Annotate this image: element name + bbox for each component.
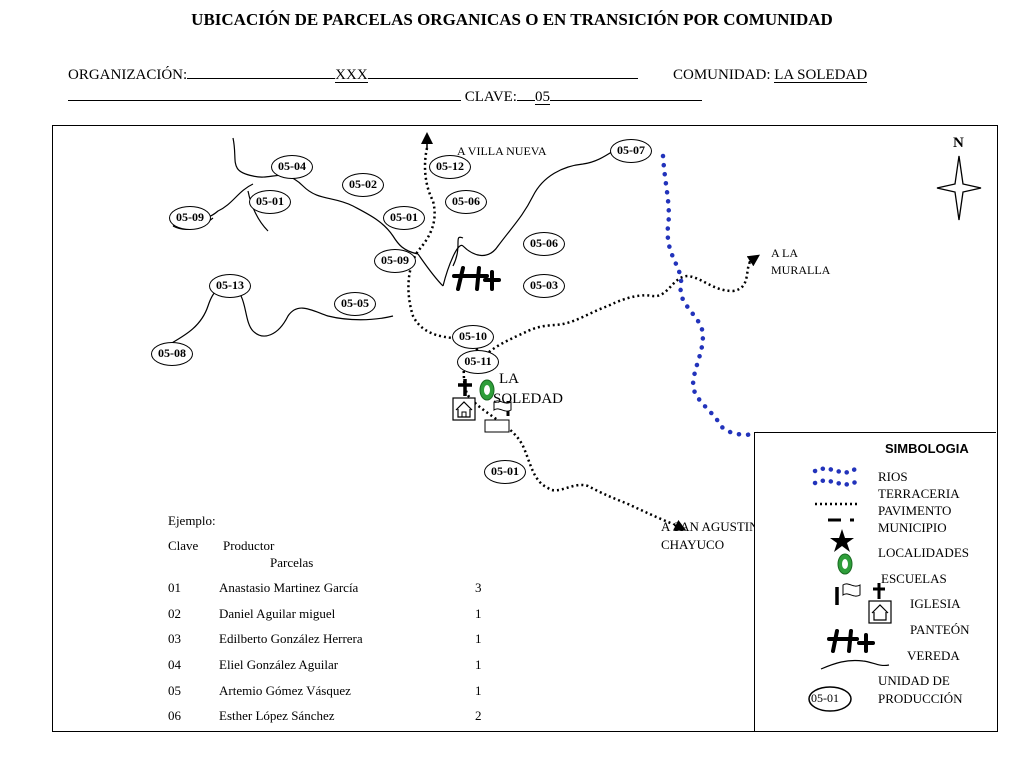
legend-unidad-1: UNIDAD DE: [878, 673, 950, 688]
row-parcelas: 1: [475, 657, 482, 672]
page-title: UBICACIÓN DE PARCELAS ORGANICAS O EN TRA…: [191, 10, 833, 29]
compass-icon: [936, 155, 982, 221]
example-label: Ejemplo:: [168, 513, 216, 528]
parcel-05-01-a: 05-01: [249, 190, 291, 214]
label-a-la: A LA: [771, 246, 798, 260]
label-muralla: MURALLA: [771, 263, 831, 277]
row-parcelas: 2: [475, 708, 482, 723]
cemetery-icon: [452, 266, 501, 291]
row-productor: Anastasio Martinez García: [219, 580, 359, 595]
legend-pavimento: PAVIMENTO: [878, 503, 952, 518]
col-clave: Clave: [168, 538, 199, 553]
row-clave: 01: [168, 580, 181, 595]
parcel-05-05: 05-05: [334, 292, 376, 316]
parcel-05-02: 05-02: [342, 173, 384, 197]
legend-iglesia: IGLESIA: [910, 596, 961, 611]
clave-value: 05: [534, 89, 550, 105]
legend-title: SIMBOLOGIA: [885, 441, 969, 456]
school-icon: [479, 379, 495, 401]
row-clave: 06: [168, 708, 181, 723]
parcel-05-03: 05-03: [523, 274, 565, 298]
map-drawing: [152, 132, 982, 531]
parcel-05-01-b: 05-01: [383, 206, 425, 230]
col-productor: Productor: [223, 538, 275, 553]
legend-terraceria: TERRACERIA: [878, 486, 960, 501]
parcel-05-12: 05-12: [429, 155, 471, 179]
municipio-icon: [484, 400, 512, 433]
legend-escuelas: ESCUELAS: [881, 571, 947, 586]
org-label: ORGANIZACIÓN:: [68, 67, 188, 83]
label-la: LA: [499, 371, 519, 387]
row-clave: 05: [168, 683, 181, 698]
label-chayuco: CHAYUCO: [661, 537, 725, 552]
community-line: COMUNIDAD: LA SOLEDAD: [673, 67, 868, 84]
parcel-05-11: 05-11: [457, 350, 499, 374]
row-parcelas: 1: [475, 606, 482, 621]
row-clave: 03: [168, 631, 181, 646]
parcel-05-06-a: 05-06: [445, 190, 487, 214]
row-parcelas: 1: [475, 631, 482, 646]
clave-label: CLAVE:: [464, 89, 517, 105]
organization-line: ORGANIZACIÓN: XXX: [68, 67, 638, 84]
row-parcelas: 1: [475, 683, 482, 698]
map-frame: A VILLA NUEVA A LA MURALLA LA SOLEDAD A …: [52, 125, 998, 732]
north-label: N: [953, 135, 964, 151]
parcel-05-04: 05-04: [271, 155, 313, 179]
church-icon: [458, 379, 472, 396]
label-san-agustin: A SAN AGUSTIN: [661, 519, 759, 534]
row-clave: 04: [168, 657, 181, 672]
parcel-05-13: 05-13: [209, 274, 251, 298]
row-productor: Eliel González Aguilar: [219, 657, 339, 672]
legend-localidades: LOCALIDADES: [878, 545, 969, 560]
legend-unidad-sample: 05-01: [811, 691, 839, 705]
org-value: XXX: [335, 67, 368, 83]
legend-vereda: VEREDA: [907, 648, 960, 663]
legend-municipio: MUNICIPIO: [878, 520, 947, 535]
legend-rios: RIOS: [878, 469, 908, 484]
parcel-05-09-b: 05-09: [374, 249, 416, 273]
parcel-05-10: 05-10: [452, 325, 494, 349]
parcel-05-01-c: 05-01: [484, 460, 526, 484]
community-label: COMUNIDAD:: [673, 67, 771, 83]
label-villa-nueva: A VILLA NUEVA: [457, 144, 547, 158]
parcel-05-08: 05-08: [151, 342, 193, 366]
arrow-muralla: [746, 254, 760, 267]
parcel-05-09-a: 05-09: [169, 206, 211, 230]
row-clave: 02: [168, 606, 181, 621]
parcel-05-07: 05-07: [610, 139, 652, 163]
label-soledad: SOLEDAD: [493, 391, 563, 407]
community-value: LA SOLEDAD: [774, 67, 868, 83]
row-productor: Artemio Gómez Vásquez: [219, 683, 351, 698]
legend-box: SIMBOLOGIA RIOS TERRACERIA: [754, 432, 996, 731]
house-icon: [452, 397, 476, 421]
row-productor: Daniel Aguilar miguel: [219, 606, 336, 621]
river: [660, 153, 778, 451]
terraceria-roads: [407, 147, 754, 526]
row-productor: Esther López Sánchez: [219, 708, 335, 723]
clave-line: CLAVE: 05: [68, 89, 702, 106]
row-productor: Edilberto González Herrera: [219, 631, 363, 646]
legend-symbols: [808, 466, 892, 712]
arrow-san-agustin: [672, 519, 687, 531]
legend-panteon: PANTEÓN: [910, 622, 970, 637]
row-parcelas: 3: [475, 580, 482, 595]
legend-unidad-2: PRODUCCIÓN: [878, 691, 963, 706]
col-parcelas: Parcelas: [270, 555, 314, 570]
parcel-05-06-b: 05-06: [523, 232, 565, 256]
